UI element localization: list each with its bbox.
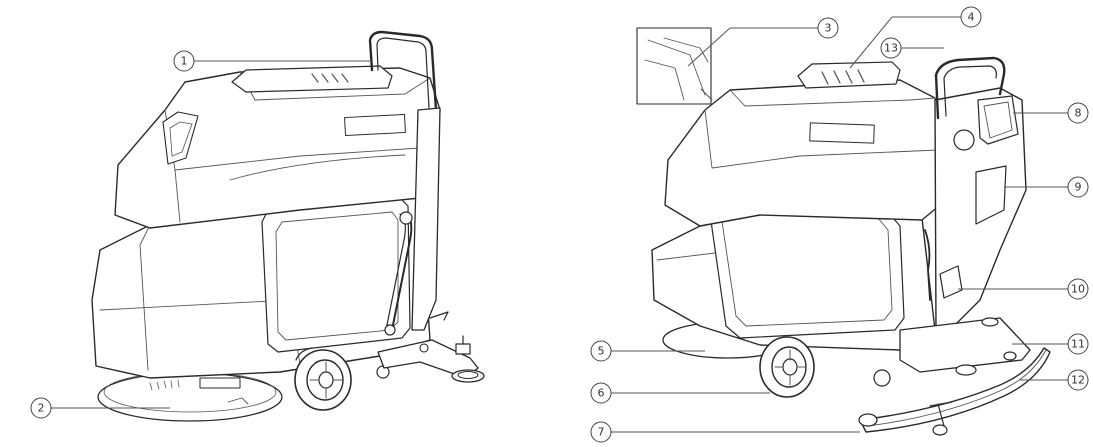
- callout-9-label: 9: [1075, 181, 1082, 194]
- callout-6-label: 6: [598, 387, 605, 400]
- callout-6: 6: [590, 382, 770, 404]
- callout-5-label: 5: [598, 345, 605, 358]
- callout-1: 1: [173, 50, 372, 72]
- callout-3-label: 3: [825, 22, 832, 35]
- callout-12-label: 12: [1071, 374, 1085, 387]
- callout-2-label: 2: [38, 402, 45, 415]
- callout-4: 4: [849, 6, 982, 69]
- callout-2: 2: [30, 397, 170, 419]
- callout-11: 11: [1012, 333, 1089, 355]
- callout-10-label: 10: [1071, 283, 1085, 296]
- callout-3: 3: [687, 17, 839, 67]
- callout-8-label: 8: [1075, 107, 1082, 120]
- callout-12: 12: [1020, 369, 1089, 391]
- callout-7: 7: [590, 421, 860, 443]
- callout-8: 8: [1013, 102, 1089, 124]
- callout-4-label: 4: [968, 11, 975, 24]
- callouts: 1 2 3 4 5 6: [30, 6, 1089, 443]
- callout-13: 13: [880, 37, 944, 59]
- callout-7-label: 7: [598, 426, 605, 439]
- callout-5: 5: [590, 340, 705, 362]
- callout-1-label: 1: [181, 55, 188, 68]
- left-machine-illustration: [91, 30, 485, 422]
- right-machine-illustration: [636, 27, 1051, 436]
- callout-9: 9: [1004, 176, 1089, 198]
- callout-13-label: 13: [884, 42, 898, 55]
- callout-11-label: 11: [1071, 338, 1085, 351]
- callout-10: 10: [958, 278, 1089, 300]
